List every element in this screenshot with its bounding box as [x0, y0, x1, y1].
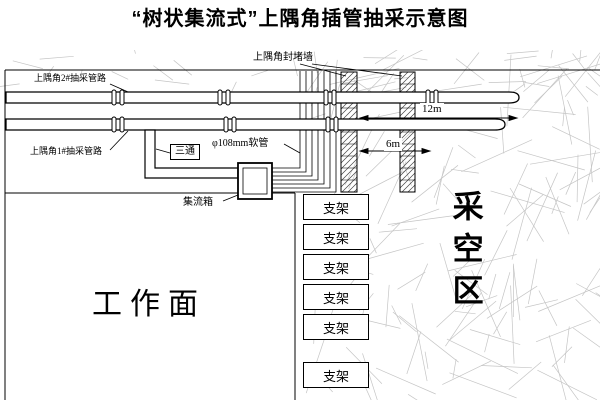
pipe-1-label: 上隅角1#抽采管路 [30, 146, 103, 156]
working-face-label: 工作面 [92, 288, 206, 321]
dimension-lines [358, 114, 519, 155]
support-box-2: 支架 [303, 224, 369, 250]
pipe-couplings [111, 89, 439, 133]
support-box-6: 支架 [303, 362, 369, 388]
roadway-boundary-lines [4, 69, 600, 400]
dimension-12m: 12m [420, 103, 444, 116]
dimension-6m: 6m [384, 138, 403, 151]
support-box-3: 支架 [303, 254, 369, 280]
tee-label: 三通 [170, 144, 200, 160]
collector-label: 集流箱 [183, 197, 213, 208]
sealing-wall [340, 71, 416, 193]
diagram-title: “树状集流式”上隅角插管抽采示意图 [131, 8, 469, 30]
support-box-4: 支架 [303, 284, 369, 310]
sealing-wall-label: 上隅角封堵墙 [253, 52, 313, 63]
extraction-pipe-2 [5, 91, 520, 104]
support-box-1: 支架 [303, 194, 369, 220]
extraction-pipe-1 [5, 118, 506, 131]
collector-box [237, 162, 273, 200]
hose-label: φ108mm软管 [212, 138, 269, 149]
support-box-5: 支架 [303, 314, 369, 340]
pipe-2-label: 上隅角2#抽采管路 [34, 73, 107, 83]
leader-lines [109, 63, 403, 202]
goaf-area-label: 采空区 [447, 190, 483, 316]
